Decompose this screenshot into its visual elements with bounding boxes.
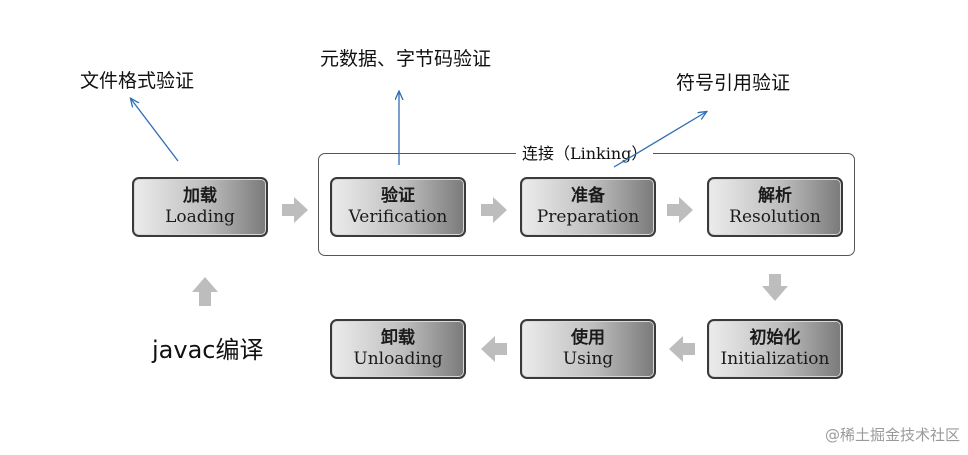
stage-using-zh: 使用 (571, 328, 605, 348)
stage-resolution: 解析 Resolution (707, 177, 843, 237)
stage-verification: 验证 Verification (330, 177, 466, 237)
stage-unloading: 卸载 Unloading (330, 319, 466, 379)
stage-initialization-zh: 初始化 (749, 328, 801, 348)
stage-loading: 加载 Loading (132, 177, 268, 237)
stage-verification-en: Verification (348, 207, 448, 227)
arrow-using-to-unloading (481, 336, 507, 362)
stage-using-en: Using (562, 349, 614, 369)
watermark: @稀土掘金技术社区 (824, 426, 960, 444)
stage-loading-zh: 加载 (183, 186, 217, 206)
loading-annotation: 文件格式验证 (80, 70, 195, 92)
stage-preparation-en: Preparation (536, 207, 640, 227)
flow-arrows (192, 197, 788, 362)
stage-unloading-en: Unloading (353, 349, 443, 369)
arrow-verification-to-preparation (481, 197, 507, 223)
javac-compile-label: javac编译 (152, 336, 264, 364)
verification-annotation: 元数据、字节码验证 (320, 48, 492, 70)
arrow-preparation-to-resolution (667, 197, 693, 223)
stage-initialization: 初始化 Initialization (707, 319, 843, 379)
stage-verification-zh: 验证 (381, 186, 415, 206)
arrow-resolution-to-initialization (762, 274, 788, 301)
preparation-annotation: 符号引用验证 (676, 72, 791, 94)
stage-unloading-zh: 卸载 (381, 328, 415, 348)
stage-resolution-zh: 解析 (758, 186, 792, 206)
arrow-javac-to-loading (192, 277, 218, 306)
linking-group-label: 连接（Linking） (516, 140, 654, 164)
stage-preparation: 准备 Preparation (520, 177, 656, 237)
stage-loading-en: Loading (165, 207, 235, 227)
preparation-annotation-arrow (613, 112, 706, 168)
arrow-loading-to-verification (282, 197, 308, 223)
arrow-initialization-to-using (669, 336, 695, 362)
stage-preparation-zh: 准备 (571, 186, 605, 206)
stage-using: 使用 Using (520, 319, 656, 379)
loading-annotation-arrow (131, 99, 179, 162)
stage-resolution-en: Resolution (729, 207, 821, 227)
stage-initialization-en: Initialization (720, 349, 830, 369)
